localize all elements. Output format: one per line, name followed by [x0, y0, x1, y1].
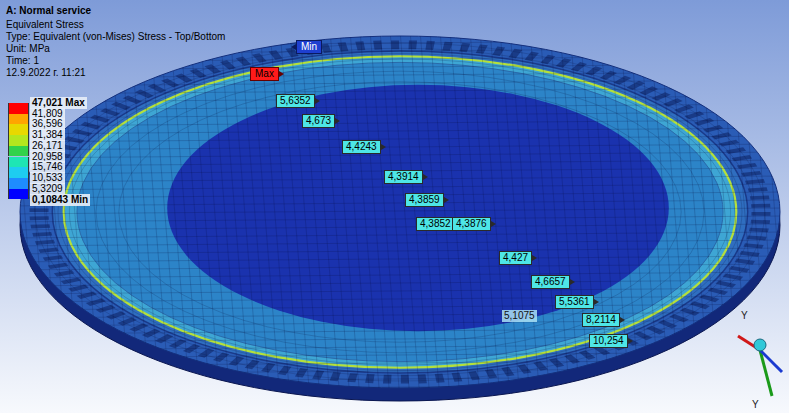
- legend-swatch: [8, 103, 29, 114]
- date-stamp: 12.9.2022 г. 11:21: [6, 67, 86, 79]
- axis-triad: [738, 336, 782, 396]
- callout-number: 4,3859: [405, 193, 444, 207]
- callout-number: 8,2114: [582, 313, 620, 327]
- time-note: Time: 1: [6, 55, 39, 67]
- callout-number: 4,673: [302, 114, 335, 128]
- legend-min-value: 0,10843 Min: [30, 194, 90, 206]
- disk-model: [0, 24, 789, 401]
- legend-swatch: [8, 146, 29, 157]
- legend-swatch: [8, 157, 29, 168]
- callout-number: 5,5361: [555, 295, 594, 309]
- callout-number: 4,6657: [531, 275, 570, 289]
- result-type: Type: Equivalent (von-Mises) Stress - To…: [6, 31, 225, 43]
- callout-number: 4,3852: [416, 217, 455, 231]
- callout-number: 10,254: [589, 334, 628, 348]
- legend-value: 5,3209: [30, 183, 65, 195]
- result-title: A: Normal service: [6, 5, 91, 17]
- axis-label: Y: [741, 310, 748, 322]
- legend-swatch: [8, 167, 29, 178]
- callout-number: 4,3876: [452, 217, 491, 231]
- callout-number: 5,6352: [276, 94, 315, 108]
- min-probe: Min: [296, 40, 322, 54]
- callout-number: 4,3914: [384, 170, 423, 184]
- max-probe: Max: [250, 67, 279, 81]
- legend-swatch: [8, 178, 29, 189]
- legend-swatch: [8, 124, 29, 135]
- legend-swatch: [8, 114, 29, 125]
- callout-number: 5,1075: [502, 310, 537, 322]
- legend-swatch: [8, 189, 29, 200]
- callout-number: 4,427: [499, 251, 532, 265]
- unit-note: Unit: MPa: [6, 43, 50, 55]
- axis-label: Y: [752, 399, 759, 411]
- legend-swatch: [8, 135, 29, 146]
- result-name: Equivalent Stress: [6, 19, 84, 31]
- callout-number: 4,4243: [342, 140, 381, 154]
